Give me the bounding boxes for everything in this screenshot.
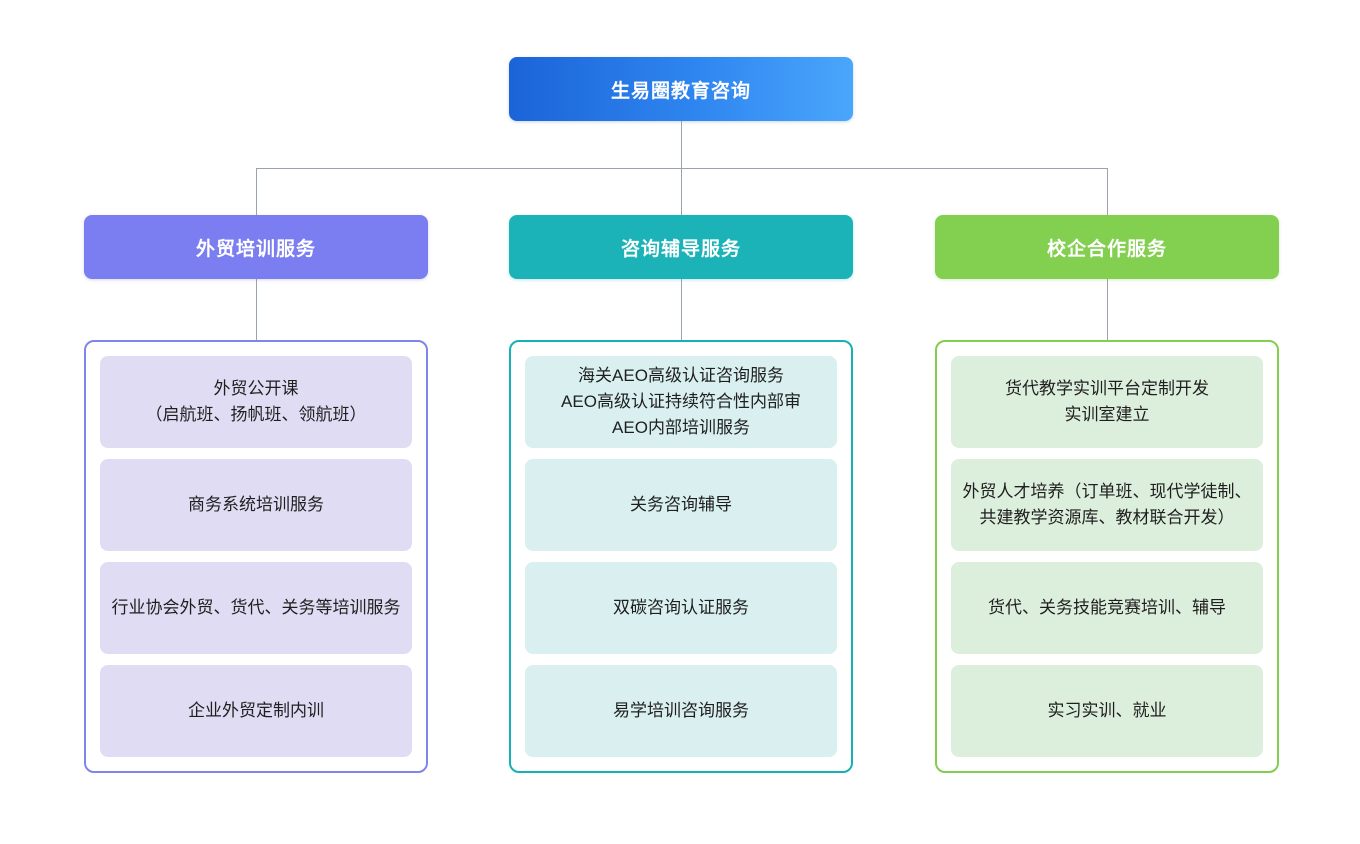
branch-column-3: 校企合作服务 货代教学实训平台定制开发 实训室建立 外贸人才培养（订单班、现代学… (935, 215, 1279, 773)
leaf-card[interactable]: 外贸公开课 （启航班、扬帆班、领航班） (100, 356, 412, 448)
leaf-card[interactable]: 行业协会外贸、货代、关务等培训服务 (100, 562, 412, 654)
connector-to-branch-2 (681, 168, 682, 215)
branch-panel-2: 海关AEO高级认证咨询服务 AEO高级认证持续符合性内部审 AEO内部培训服务 … (509, 340, 853, 773)
branch-column-1: 外贸培训服务 外贸公开课 （启航班、扬帆班、领航班） 商务系统培训服务 行业协会… (84, 215, 428, 773)
leaf-card[interactable]: 企业外贸定制内训 (100, 665, 412, 757)
leaf-card[interactable]: 关务咨询辅导 (525, 459, 837, 551)
connector-branch-3-to-panel (1107, 279, 1108, 340)
branch-panel-3: 货代教学实训平台定制开发 实训室建立 外贸人才培养（订单班、现代学徒制、共建教学… (935, 340, 1279, 773)
connector-branch-1-to-panel (256, 279, 257, 340)
leaf-card[interactable]: 商务系统培训服务 (100, 459, 412, 551)
branch-header-1[interactable]: 外贸培训服务 (84, 215, 428, 279)
root-node[interactable]: 生易圈教育咨询 (509, 57, 853, 121)
branch-header-3[interactable]: 校企合作服务 (935, 215, 1279, 279)
leaf-card[interactable]: 货代教学实训平台定制开发 实训室建立 (951, 356, 1263, 448)
leaf-card[interactable]: 双碳咨询认证服务 (525, 562, 837, 654)
leaf-card[interactable]: 货代、关务技能竞赛培训、辅导 (951, 562, 1263, 654)
leaf-card[interactable]: 外贸人才培养（订单班、现代学徒制、共建教学资源库、教材联合开发） (951, 459, 1263, 551)
connector-root-down (681, 121, 682, 168)
branch-header-2[interactable]: 咨询辅导服务 (509, 215, 853, 279)
connector-to-branch-1 (256, 168, 257, 215)
branch-panel-1: 外贸公开课 （启航班、扬帆班、领航班） 商务系统培训服务 行业协会外贸、货代、关… (84, 340, 428, 773)
connector-branch-2-to-panel (681, 279, 682, 340)
leaf-card[interactable]: 海关AEO高级认证咨询服务 AEO高级认证持续符合性内部审 AEO内部培训服务 (525, 356, 837, 448)
branch-column-2: 咨询辅导服务 海关AEO高级认证咨询服务 AEO高级认证持续符合性内部审 AEO… (509, 215, 853, 773)
connector-to-branch-3 (1107, 168, 1108, 215)
leaf-card[interactable]: 易学培训咨询服务 (525, 665, 837, 757)
leaf-card[interactable]: 实习实训、就业 (951, 665, 1263, 757)
